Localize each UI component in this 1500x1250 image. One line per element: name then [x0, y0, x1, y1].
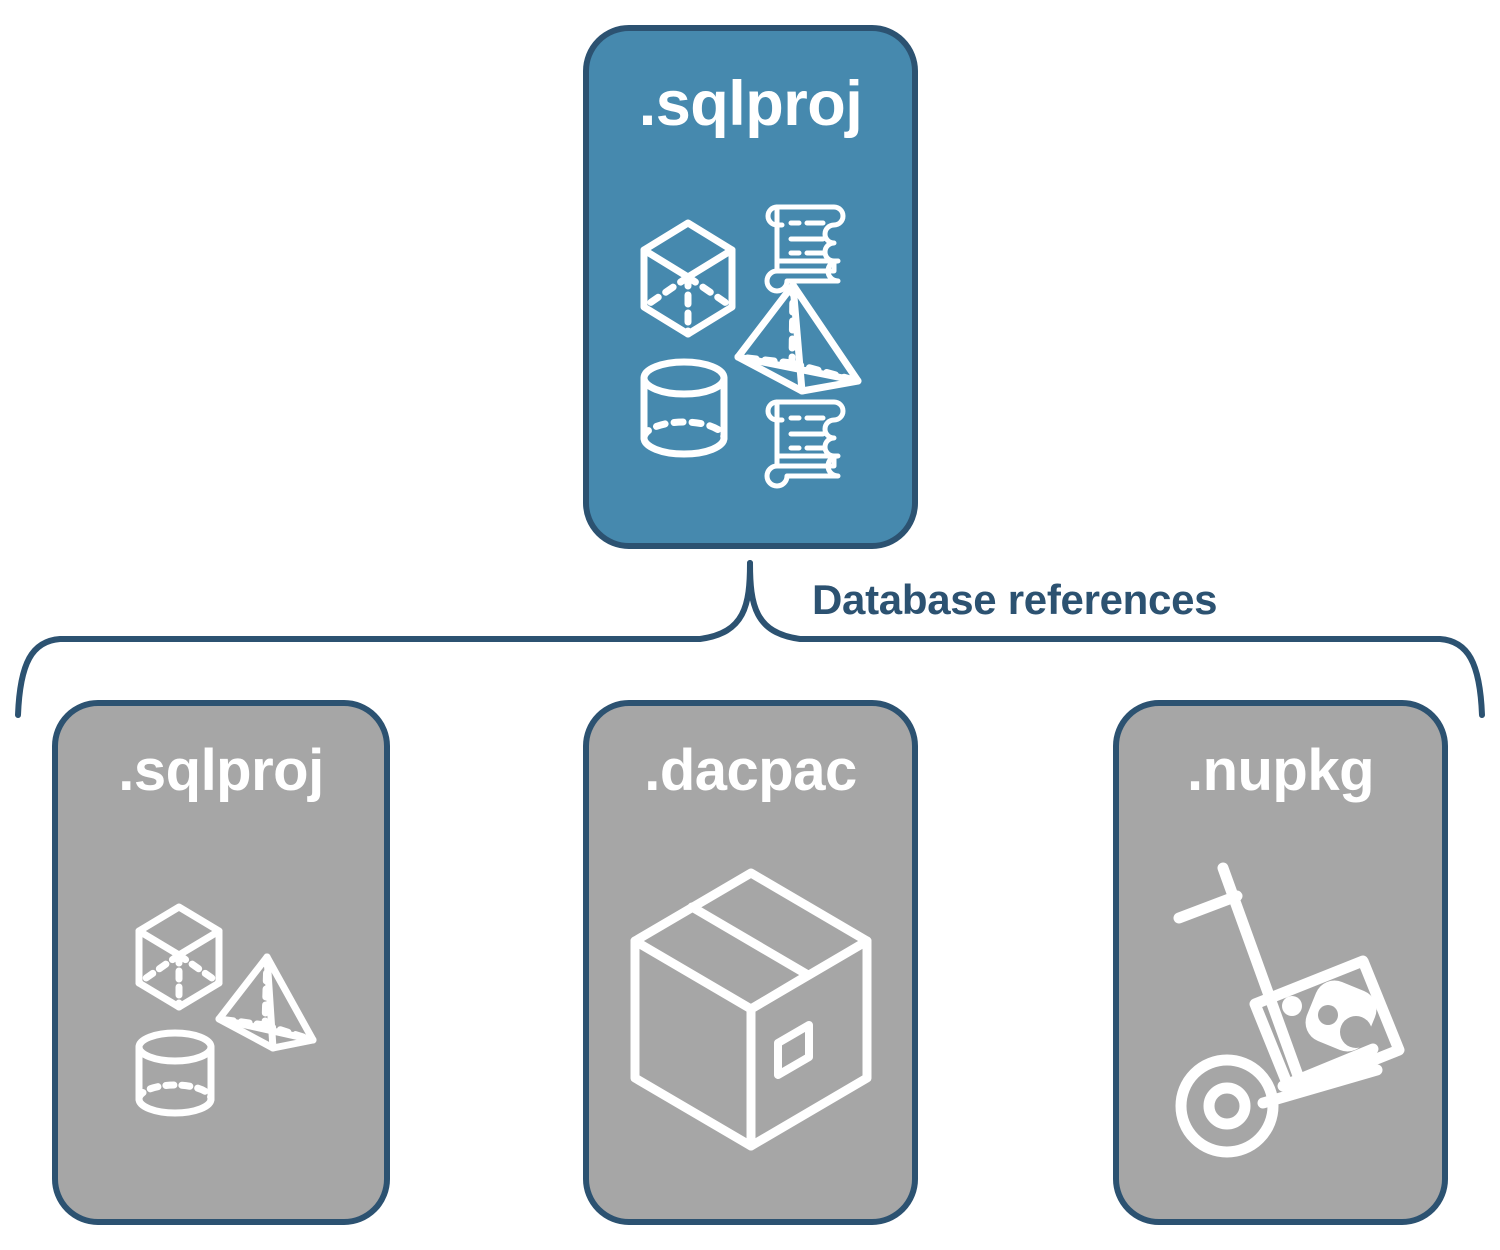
reference-node-artwork — [589, 800, 912, 1219]
database-references-brace — [15, 560, 1485, 718]
cylinder-wireframe-icon — [640, 358, 727, 457]
root-node-sqlproj[interactable]: .sqlproj — [583, 25, 918, 549]
cylinder-wireframe-icon — [135, 1029, 215, 1116]
root-node-artwork — [589, 136, 912, 543]
reference-node-label: .dacpac — [644, 738, 857, 803]
reference-node-label: .nupkg — [1186, 738, 1375, 803]
package-logo-icon — [1249, 955, 1404, 1098]
shipping-box-icon — [630, 868, 871, 1151]
reference-node-artwork — [58, 800, 384, 1219]
reference-node-sqlproj[interactable]: .sqlproj — [52, 700, 390, 1225]
pyramid-wireframe-icon — [734, 281, 861, 394]
reference-node-dacpac[interactable]: .dacpac — [583, 700, 918, 1225]
reference-node-label: .sqlproj — [118, 738, 324, 803]
hand-truck-icon — [1173, 862, 1382, 1157]
pyramid-wireframe-icon — [215, 953, 317, 1051]
cube-wireframe-icon — [135, 903, 223, 1010]
connector-label: Database references — [812, 576, 1218, 623]
script-scroll-icon — [764, 399, 845, 488]
cube-wireframe-icon — [640, 219, 735, 337]
script-scroll-icon — [764, 204, 845, 293]
root-node-label: .sqlproj — [638, 69, 863, 139]
reference-node-artwork — [1119, 800, 1442, 1219]
reference-node-nupkg[interactable]: .nupkg — [1113, 700, 1448, 1225]
